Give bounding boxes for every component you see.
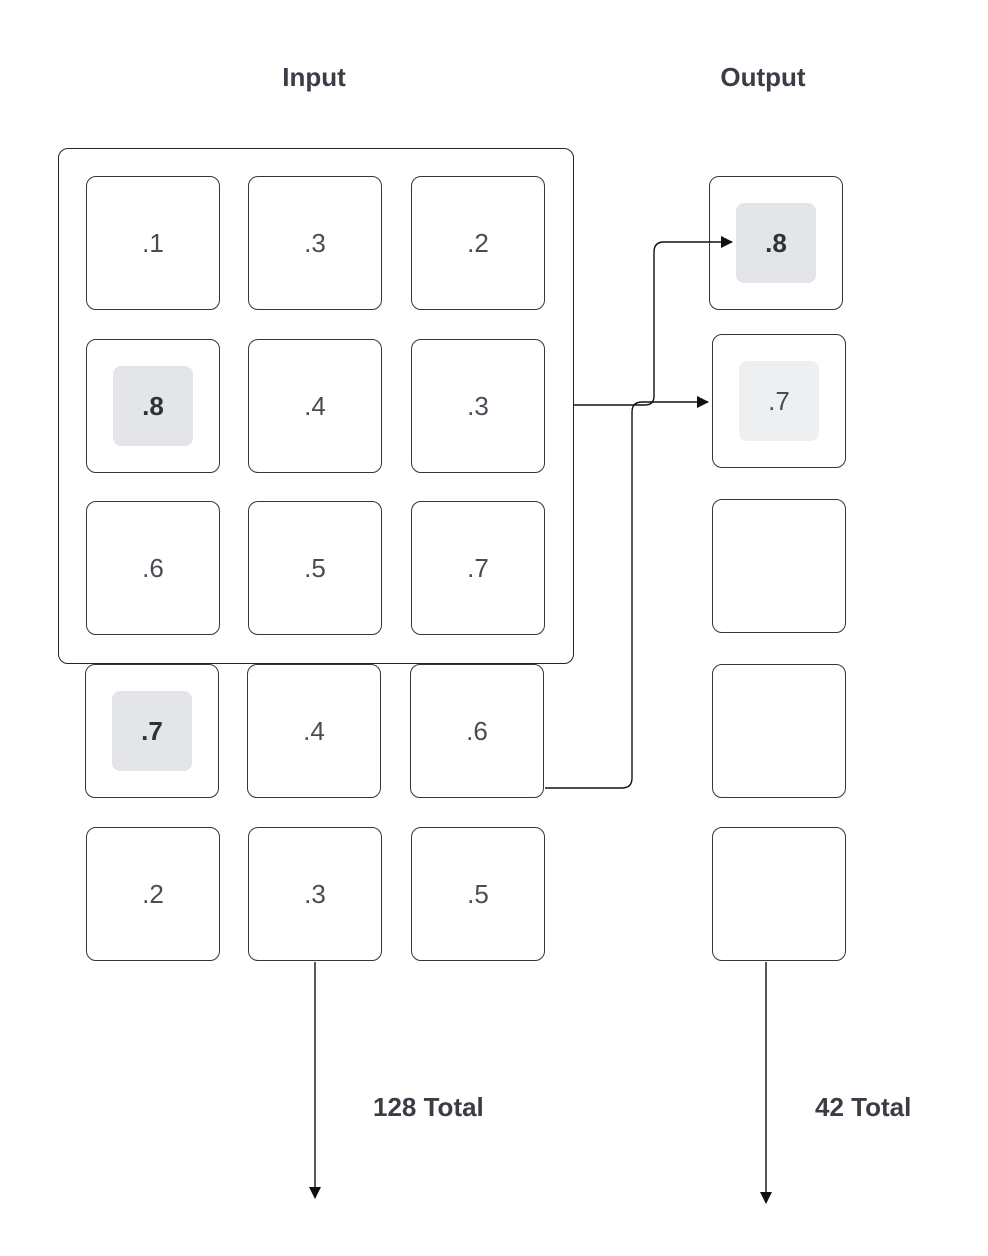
input-value: .2 (467, 227, 489, 258)
input-cell-r2c1: .5 (248, 501, 382, 635)
input-cell-r0c0: .1 (86, 176, 220, 310)
input-cell-r4c1: .3 (248, 827, 382, 961)
window-to-output-arrow (574, 236, 733, 406)
output-cell-4 (712, 827, 846, 961)
input-cell-r2c0: .6 (86, 501, 220, 635)
input-cell-r4c2: .5 (411, 827, 545, 961)
input-value: .7 (467, 552, 489, 583)
input-cell-r4c0: .2 (86, 827, 220, 961)
input-value: .5 (467, 878, 489, 909)
output-cell-3 (712, 664, 846, 798)
input-value: .3 (304, 878, 326, 909)
input-cell-r1c0: .8 (86, 339, 220, 473)
input-heading: Input (282, 62, 346, 92)
output-cell-0: .8 (709, 176, 843, 310)
output-cell-2 (712, 499, 846, 633)
input-cell-r3c1: .4 (247, 664, 381, 798)
input-cell-r1c1: .4 (248, 339, 382, 473)
pooling-window (58, 148, 574, 664)
input-max-highlight: .8 (113, 366, 193, 446)
input-value: .3 (304, 227, 326, 258)
output-heading: Output (720, 62, 806, 92)
input-value: .5 (304, 552, 326, 583)
input-cell-r0c1: .3 (248, 176, 382, 310)
input-cell-r2c2: .7 (411, 501, 545, 635)
input-cell-r0c2: .2 (411, 176, 545, 310)
input-value: .2 (142, 878, 164, 909)
input-value: .4 (303, 715, 325, 746)
input-value: .3 (467, 390, 489, 421)
input-value: .6 (466, 715, 488, 746)
input-cell-r3c2: .6 (410, 664, 544, 798)
output-max-highlight: .8 (736, 203, 816, 283)
input-max-highlight: .7 (112, 691, 192, 771)
input-cell-r3c0: .7 (85, 664, 219, 798)
input-value: .1 (142, 227, 164, 258)
output-cell-1: .7 (712, 334, 846, 468)
input-total-label: 128 Total (373, 1092, 484, 1122)
row-to-output-arrow (545, 396, 709, 789)
output-value-highlight: .7 (739, 361, 819, 441)
input-value: .6 (142, 552, 164, 583)
output-total-label: 42 Total (815, 1092, 912, 1122)
input-cell-r1c2: .3 (411, 339, 545, 473)
input-value: .4 (304, 390, 326, 421)
